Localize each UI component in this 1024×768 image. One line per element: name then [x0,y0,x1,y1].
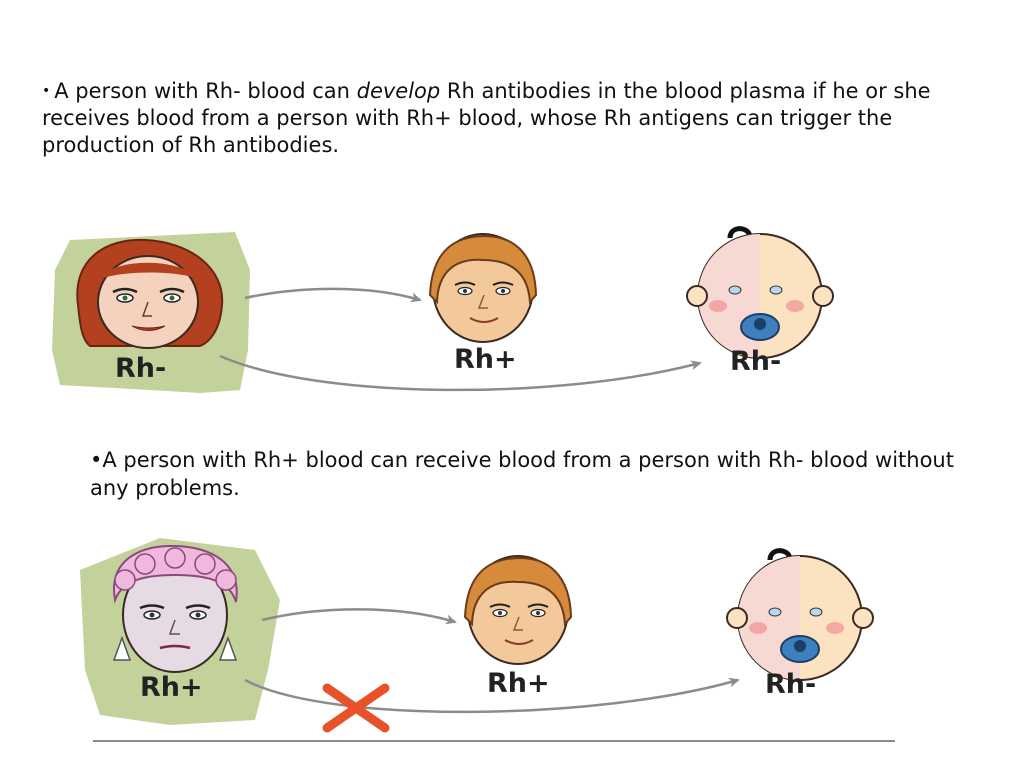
blocked-cross-icon [322,683,390,733]
recipient-rh-label: Rh+ [487,668,550,699]
donor-woman-icon [76,238,224,349]
baby-rh-label: Rh- [730,346,781,377]
bottom-divider [93,740,895,742]
transfusion-diagram-2: Rh+ Rh+ Rh- [80,538,874,733]
paragraph-rh-negative-antibodies: •A person with Rh- blood can develop Rh … [42,78,987,159]
paragraph1-text-start: A person with Rh- blood can [54,79,357,103]
recipient-man-icon [463,555,573,665]
baby-rh-label: Rh- [765,669,816,700]
arrow-donor-to-baby [244,677,740,714]
donor-woman-pink-hair-icon [112,544,238,673]
arrow-donor-to-recipient [261,608,457,625]
paragraph-rh-positive-receives: •A person with Rh+ blood can receive blo… [90,448,954,500]
arrow-donor-to-baby [219,354,702,392]
recipient-man-icon [428,233,538,343]
baby-icon [686,226,834,359]
donor-rh-label: Rh- [115,353,166,384]
donor-rh-label: Rh+ [140,672,203,703]
transfusion-diagram-1: Rh- Rh+ Rh- [52,226,834,393]
recipient-rh-label: Rh+ [454,344,517,375]
paragraph1-emphasis: develop [356,79,441,103]
bullet: • [42,83,51,99]
baby-icon [726,548,874,681]
arrow-donor-to-recipient [244,287,422,303]
paragraph1-text-end: Rh antibodies in the blood plasma if he … [42,79,931,157]
